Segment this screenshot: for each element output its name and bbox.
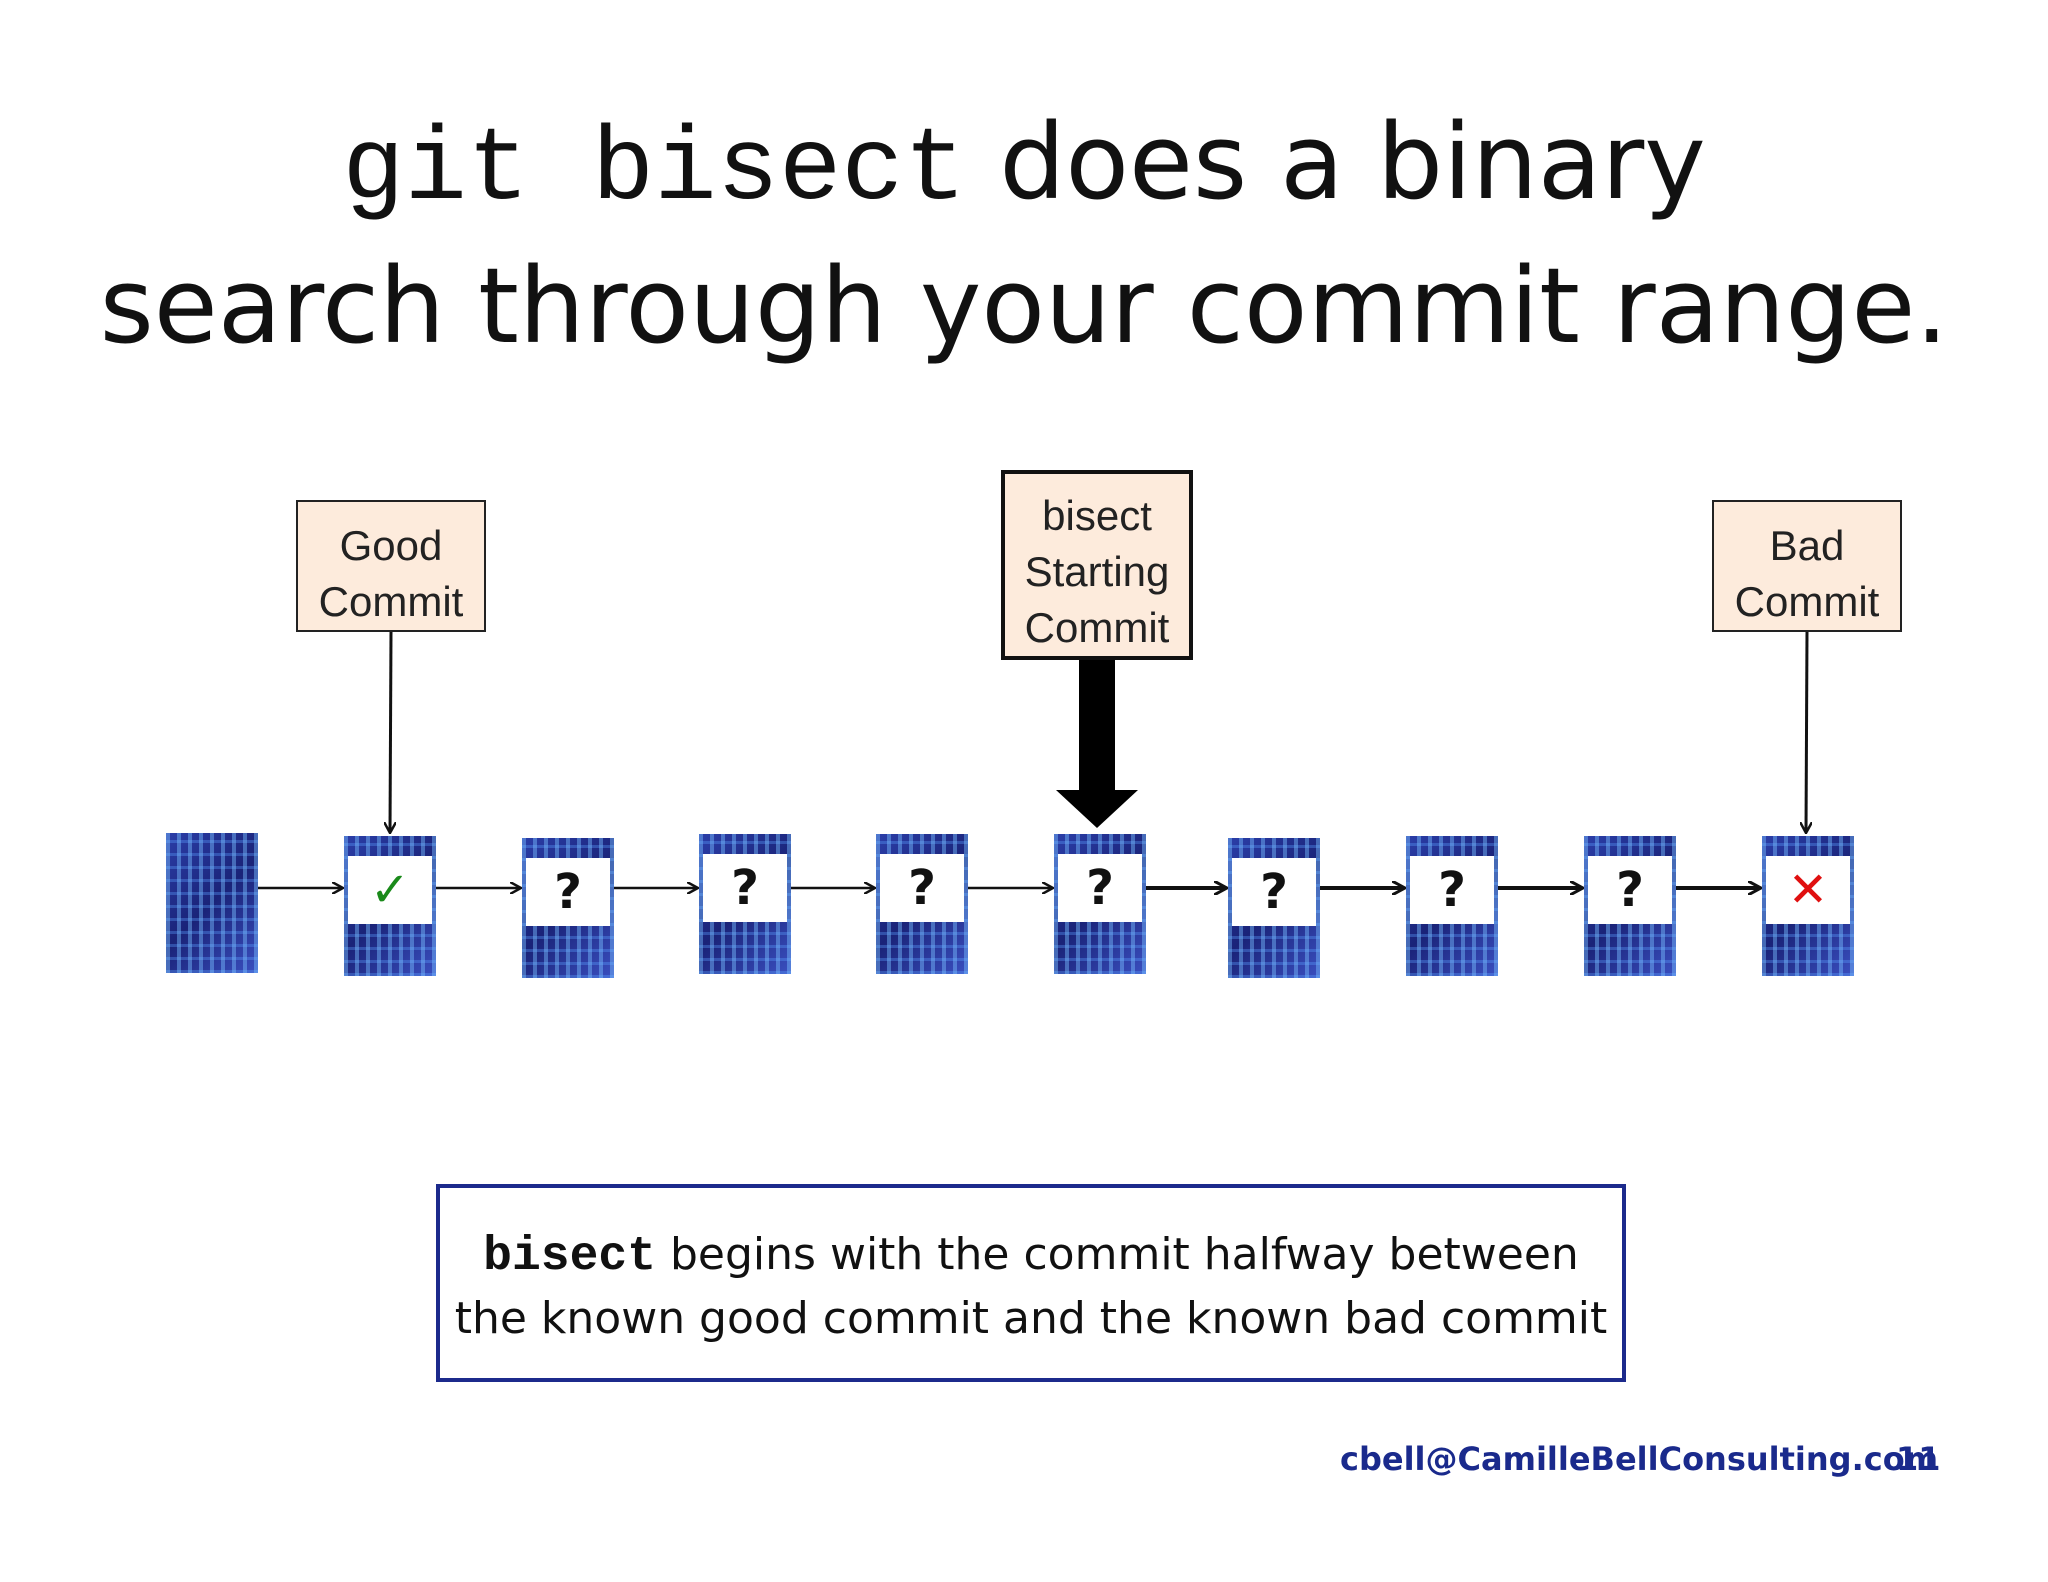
- caption-code: bisect: [483, 1230, 656, 1284]
- commit-node-bad: ✕: [1762, 836, 1854, 976]
- commit-node: ?: [1406, 836, 1498, 976]
- footer-email: cbell@CamilleBellConsulting.com: [1340, 1440, 1939, 1478]
- title-line2: search through your commit range.: [99, 244, 1949, 367]
- question-mark-icon: ?: [526, 858, 610, 926]
- bad-commit-label: Bad Commit: [1712, 500, 1902, 632]
- cross-icon: ✕: [1766, 856, 1850, 924]
- caption-box: bisect begins with the commit halfway be…: [436, 1184, 1626, 1382]
- question-mark-icon: ?: [880, 854, 964, 922]
- caption-text-2: the known good commit and the known bad …: [454, 1293, 1608, 1344]
- commit-node-good: ✓: [344, 836, 436, 976]
- title-line1-text: does a binary: [999, 101, 1706, 223]
- question-mark-icon: ?: [1232, 858, 1316, 926]
- question-mark-icon: ?: [1588, 856, 1672, 924]
- commit-node: [166, 833, 258, 973]
- commit-node: ?: [1228, 838, 1320, 978]
- question-mark-icon: ?: [1058, 854, 1142, 922]
- commit-node: ?: [699, 834, 791, 974]
- commit-node: ?: [522, 838, 614, 978]
- page-number: 11: [1896, 1440, 1941, 1478]
- title-code: git bisect: [342, 112, 967, 230]
- bad-pointer-arrow: [1806, 631, 1807, 832]
- slide-title: git bisect does a binary search through …: [0, 100, 2048, 369]
- start-pointer-arrow: [1056, 660, 1138, 828]
- good-commit-label: Good Commit: [296, 500, 486, 632]
- commit-node: ?: [876, 834, 968, 974]
- commit-node-start: ?: [1054, 834, 1146, 974]
- question-mark-icon: ?: [1410, 856, 1494, 924]
- caption-text-1: begins with the commit halfway between: [670, 1229, 1579, 1280]
- good-pointer-arrow: [390, 631, 391, 832]
- commit-node: ?: [1584, 836, 1676, 976]
- check-icon: ✓: [348, 856, 432, 924]
- bisect-start-label: bisect Starting Commit: [1001, 470, 1193, 660]
- question-mark-icon: ?: [703, 854, 787, 922]
